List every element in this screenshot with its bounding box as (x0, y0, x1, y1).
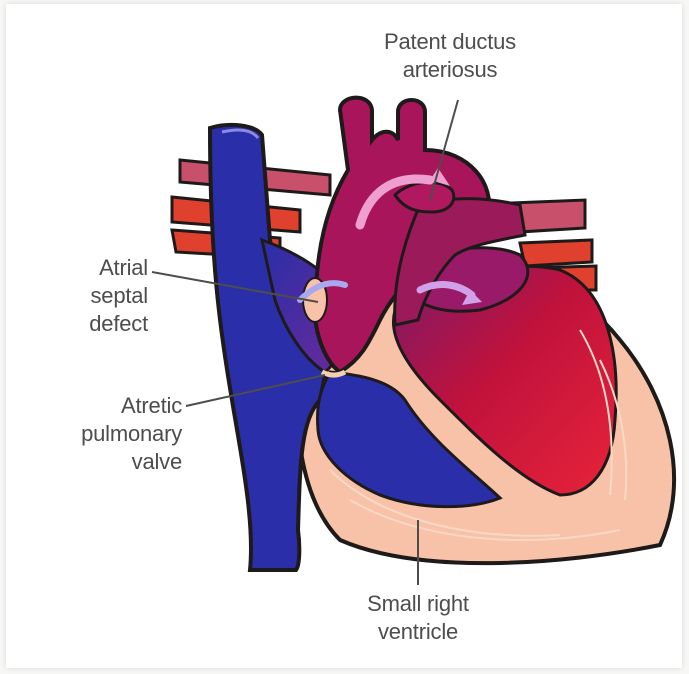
label-small-right-ventricle: Small right ventricle (328, 590, 508, 646)
label-atretic-pulmonary-valve: Atretic pulmonary valve (20, 392, 182, 476)
label-atrial-septal-defect: Atrial septal defect (30, 254, 148, 338)
label-patent-ductus-arteriosus: Patent ductus arteriosus (350, 28, 550, 84)
